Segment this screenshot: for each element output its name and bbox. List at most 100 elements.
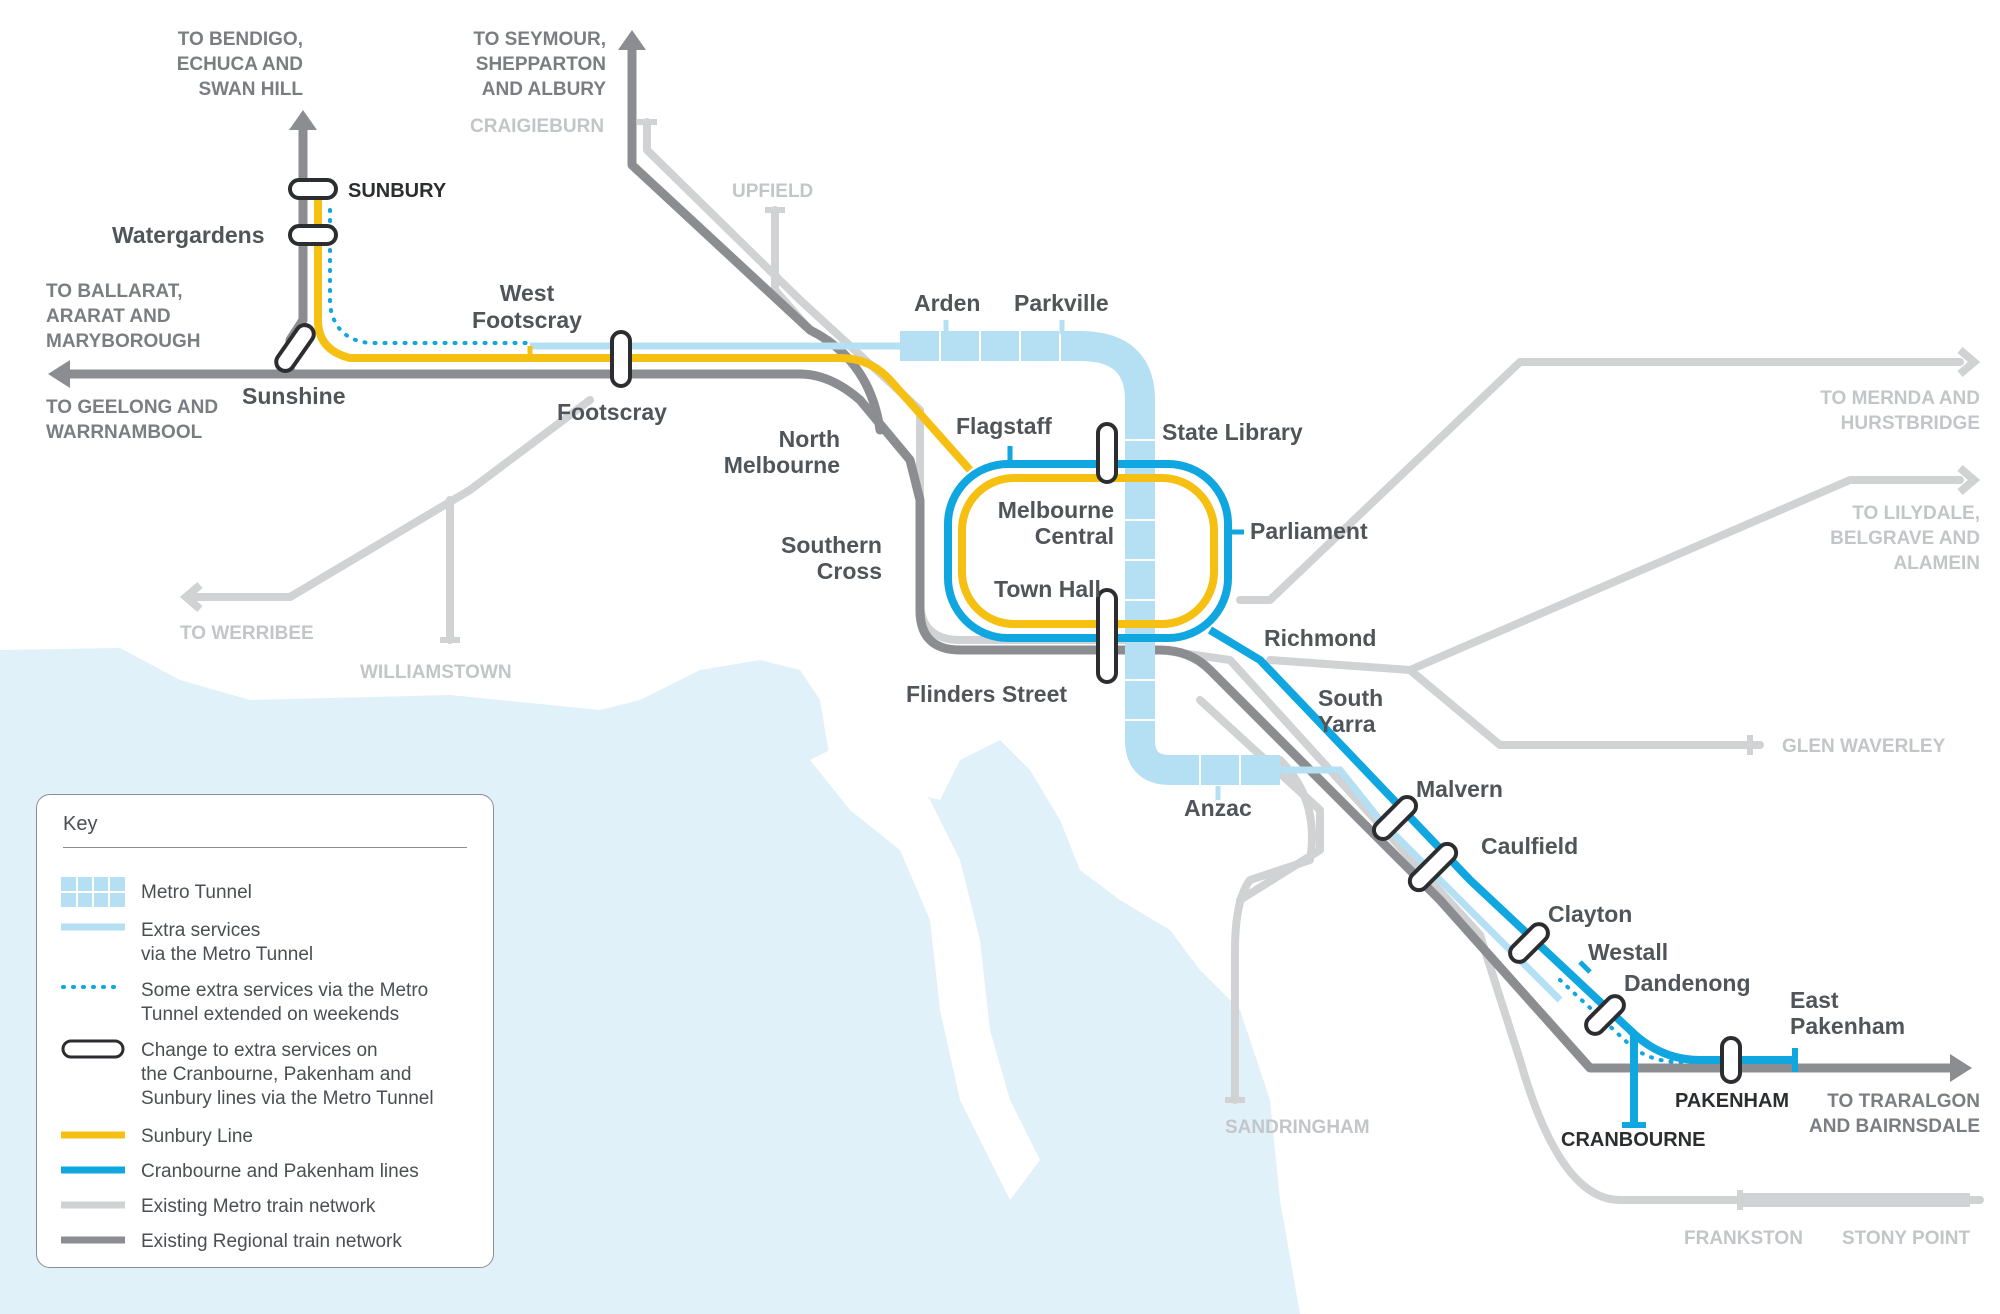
metro-tunnel bbox=[900, 331, 1280, 785]
label-glen-waverley: GLEN WAVERLEY bbox=[1782, 736, 1946, 757]
metro-tunnel-segments bbox=[939, 331, 1241, 785]
key-item-interchange: Change to extra services on the Cranbour… bbox=[61, 1039, 481, 1109]
geelong-arrowhead bbox=[48, 360, 70, 388]
label-watergardens: Watergardens bbox=[112, 222, 265, 248]
label-williamstown: WILLIAMSTOWN bbox=[360, 662, 512, 683]
label-upfield: UPFIELD bbox=[732, 181, 813, 202]
label-sunshine: Sunshine bbox=[242, 383, 346, 409]
label-clayton: Clayton bbox=[1548, 901, 1632, 927]
key-text-interchange: Change to extra services on the Cranbour… bbox=[141, 1040, 434, 1109]
map-key: Key Metro Tunnel Extra services via the … bbox=[36, 794, 494, 1268]
sunbury-interchange bbox=[288, 178, 338, 200]
clayton-interchange bbox=[1508, 922, 1550, 964]
mernda-arrow bbox=[1957, 346, 1981, 378]
lilydale-arrow bbox=[1957, 464, 1981, 496]
key-text-metro-network: Existing Metro train network bbox=[141, 1196, 376, 1217]
key-item-regional-network: Existing Regional train network bbox=[61, 1230, 481, 1270]
label-flagstaff: Flagstaff bbox=[956, 413, 1052, 439]
weekend-dotted-swatch bbox=[61, 985, 125, 989]
extra-services-swatch bbox=[61, 923, 125, 931]
label-sunbury: SUNBURY bbox=[348, 180, 447, 202]
bendigo-arrowhead bbox=[289, 110, 317, 130]
dandenong-interchange bbox=[1584, 994, 1626, 1036]
town-hall-interchange bbox=[1096, 588, 1118, 684]
pakenham-interchange bbox=[1720, 1036, 1742, 1084]
cranbourne-pakenham-swatch bbox=[61, 1166, 125, 1174]
seymour-arrowhead bbox=[618, 30, 646, 50]
traralgon-arrowhead bbox=[1950, 1054, 1972, 1082]
city-loop-yellow bbox=[958, 474, 1218, 628]
label-arden: Arden bbox=[914, 290, 980, 316]
station-ticks bbox=[527, 320, 1592, 974]
label-richmond: Richmond bbox=[1264, 625, 1376, 651]
label-frankston: FRANKSTON bbox=[1684, 1228, 1803, 1249]
sunbury-line bbox=[314, 190, 973, 473]
key-divider bbox=[63, 847, 467, 848]
caulfield-interchange bbox=[1407, 841, 1459, 893]
label-parliament: Parliament bbox=[1250, 518, 1368, 544]
bay-peninsula bbox=[810, 740, 1040, 1200]
sunshine-interchange bbox=[274, 323, 316, 373]
key-item-metro-network: Existing Metro train network bbox=[61, 1195, 481, 1235]
watergardens-interchange bbox=[288, 224, 338, 246]
metro-termini-ticks bbox=[440, 119, 1753, 1210]
key-title: Key bbox=[63, 813, 98, 835]
label-pakenham: PAKENHAM bbox=[1675, 1090, 1789, 1112]
key-text-cranbourne-pakenham: Cranbourne and Pakenham lines bbox=[141, 1161, 419, 1182]
metro-network-swatch bbox=[61, 1201, 125, 1209]
key-item-sunbury-line: Sunbury Line bbox=[61, 1125, 481, 1165]
label-caulfield: Caulfield bbox=[1481, 833, 1578, 859]
key-text-extra-services: Extra services via the Metro Tunnel bbox=[141, 920, 314, 965]
label-malvern: Malvern bbox=[1416, 776, 1503, 802]
interchange-swatch bbox=[61, 1039, 125, 1059]
key-item-metro-tunnel: Metro Tunnel bbox=[61, 877, 481, 917]
label-cranbourne: CRANBOURNE bbox=[1561, 1129, 1705, 1151]
label-to-werribee: TO WERRIBEE bbox=[180, 623, 314, 644]
weekend-dotted-east bbox=[1558, 978, 1792, 1064]
sunbury-line-swatch bbox=[61, 1131, 125, 1139]
key-text-metro-tunnel: Metro Tunnel bbox=[141, 882, 252, 903]
key-item-weekend-dotted: Some extra services via the Metro Tunnel… bbox=[61, 979, 481, 1025]
regional-network-swatch bbox=[61, 1236, 125, 1244]
metro-tunnel-swatch bbox=[61, 877, 125, 907]
label-state-library: State Library bbox=[1162, 419, 1303, 445]
label-stony-point: STONY POINT bbox=[1842, 1228, 1970, 1249]
label-anzac: Anzac bbox=[1184, 795, 1252, 821]
key-item-extra-services: Extra services via the Metro Tunnel bbox=[61, 919, 481, 965]
key-text-weekend-dotted: Some extra services via the Metro Tunnel… bbox=[141, 980, 429, 1025]
werribee-arrow bbox=[179, 581, 203, 613]
footscray-interchange bbox=[610, 330, 632, 388]
label-dandenong: Dandenong bbox=[1624, 970, 1751, 996]
key-text-sunbury-line: Sunbury Line bbox=[141, 1126, 253, 1147]
label-craigieburn: CRAIGIEBURN bbox=[470, 116, 604, 137]
state-library-interchange bbox=[1096, 422, 1118, 484]
label-town-hall: Town Hall bbox=[994, 576, 1101, 602]
malvern-interchange bbox=[1371, 794, 1419, 842]
label-flinders-street: Flinders Street bbox=[906, 681, 1067, 707]
label-parkville: Parkville bbox=[1014, 290, 1109, 316]
key-item-cranbourne-pakenham: Cranbourne and Pakenham lines bbox=[61, 1160, 481, 1200]
stony-point-line bbox=[1740, 1193, 1970, 1207]
city-loop-blue bbox=[944, 460, 1232, 642]
label-footscray: Footscray bbox=[557, 399, 667, 425]
label-westall: Westall bbox=[1588, 939, 1668, 965]
cranbourne-pakenham-line bbox=[1207, 626, 1795, 1064]
interchange-markers bbox=[274, 178, 1742, 1084]
label-sandringham: SANDRINGHAM bbox=[1225, 1117, 1370, 1138]
